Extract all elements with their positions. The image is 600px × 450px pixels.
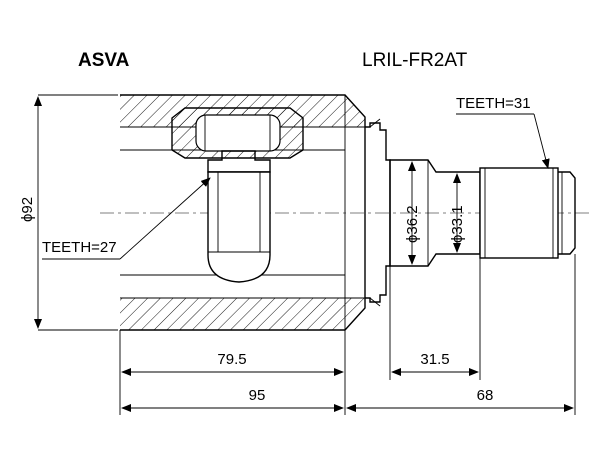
- roller-outline: [171, 107, 304, 159]
- dim-68-label: 68: [477, 387, 494, 404]
- dim-95-label: 95: [249, 387, 266, 404]
- housing-bottom-hatch: [120, 298, 365, 330]
- dia36-label: ϕ36.2: [404, 205, 421, 243]
- teeth-outer-label: TEETH=31: [456, 95, 531, 112]
- part-number: LRIL-FR2AT: [362, 50, 468, 71]
- spline-shaft: [479, 167, 559, 259]
- roller-core: [195, 114, 281, 152]
- dia33-label: ϕ33.1: [449, 205, 466, 243]
- teeth-inner-label: TEETH=27: [42, 239, 117, 256]
- brand-title: ASVA: [78, 50, 130, 71]
- dia92-label: ϕ92: [19, 197, 36, 222]
- teeth-inner-leader: [119, 177, 211, 260]
- boot-flange: [365, 122, 391, 303]
- housing-outline: [120, 94, 366, 331]
- shaft-tip: [558, 171, 576, 255]
- dim-31-label: 31.5: [420, 351, 449, 368]
- teeth-outer-leader: [533, 113, 550, 169]
- dim-79-label: 79.5: [217, 351, 246, 368]
- boot-flange-lip: [369, 118, 381, 307]
- tripod-spider: [207, 171, 271, 283]
